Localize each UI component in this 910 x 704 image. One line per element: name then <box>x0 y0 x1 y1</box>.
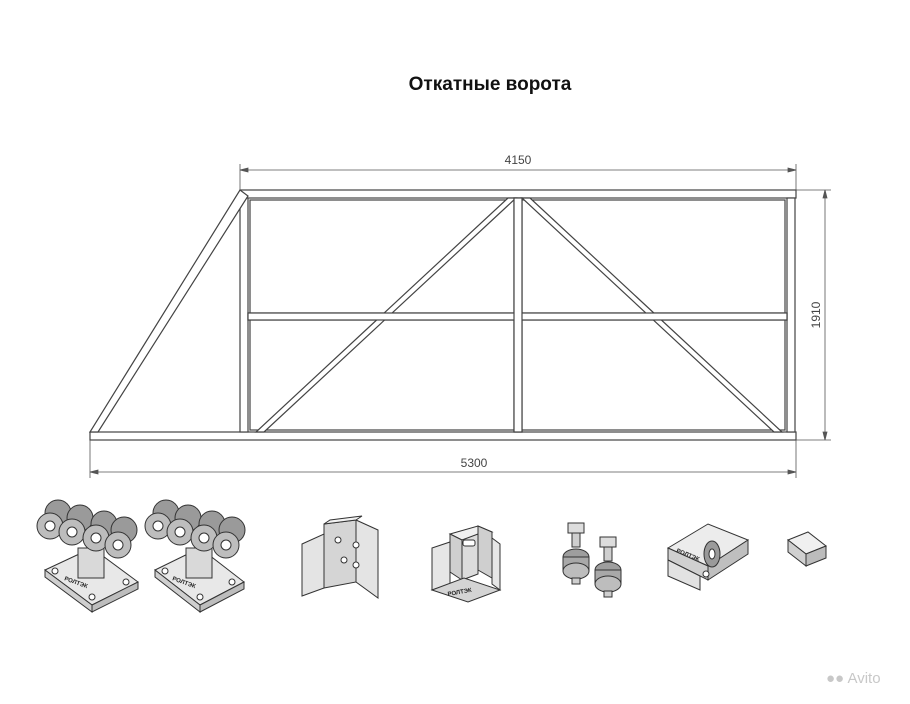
dimension-height <box>796 189 831 441</box>
upper-guide-bracket <box>301 515 379 599</box>
end-catcher: РОЛТЭК <box>430 525 502 603</box>
dimension-top-label: 4150 <box>505 153 532 167</box>
dimension-bottom <box>89 440 797 478</box>
end-cap <box>787 531 827 568</box>
bottom-beam <box>89 431 797 441</box>
gate-frame <box>88 189 797 441</box>
watermark-text: Avito <box>847 670 881 687</box>
avito-logo-icon: ●● <box>826 670 848 687</box>
avito-watermark: ●● Avito <box>826 670 881 687</box>
dimension-bottom-label: 5300 <box>461 456 488 470</box>
top-beam <box>239 189 797 199</box>
middle-post-front <box>513 197 523 433</box>
dimension-height-label: 1910 <box>809 301 823 328</box>
right-post <box>786 197 796 433</box>
diagram-title: Откатные ворота <box>408 74 572 95</box>
left-post <box>239 197 249 433</box>
end-roller: РОЛТЭК <box>666 523 750 591</box>
upper-rollers <box>562 522 622 598</box>
brand-logo-3: РОЛТЭК <box>447 588 472 598</box>
roller-carriage-2: РОЛТЭК <box>144 499 246 614</box>
dimension-top <box>239 164 797 190</box>
roller-carriage-1: РОЛТЭК <box>36 499 139 613</box>
tail-diagonal <box>88 189 249 433</box>
